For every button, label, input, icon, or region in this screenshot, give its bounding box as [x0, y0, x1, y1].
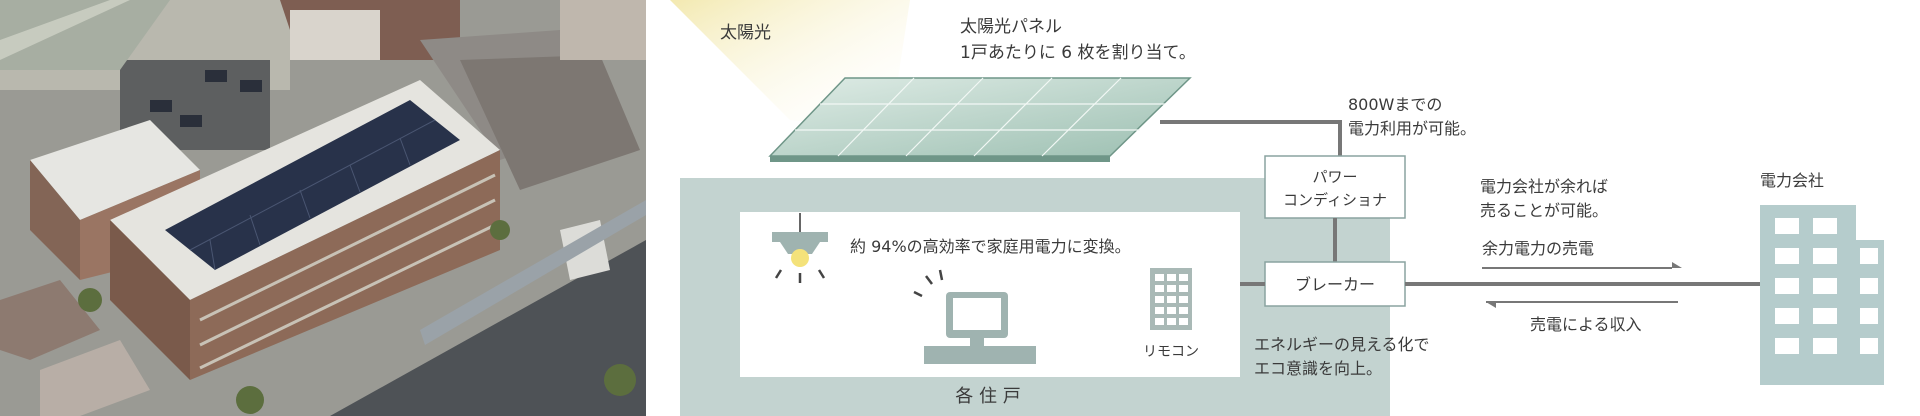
sell-arrow	[1482, 262, 1682, 269]
panel-wire	[1160, 120, 1342, 156]
power-limit-line2: 電力利用が可能。	[1348, 119, 1476, 138]
remote-label: リモコン	[1143, 344, 1199, 360]
panel-note: 1戸あたりに 6 枚を割り当て。	[960, 43, 1196, 63]
efficiency-text: 約 94%の高効率で家庭用電力に変換。	[850, 237, 1131, 256]
power-conditioner-line2: コンディショナ	[1283, 191, 1387, 209]
sunlight-label: 太陽光	[720, 23, 771, 43]
utility-company-label: 電力会社	[1760, 171, 1824, 190]
power-limit-line1: 800Wまでの	[1348, 95, 1442, 114]
revenue-arrow	[1486, 301, 1678, 308]
utility-building-icon	[1760, 205, 1884, 385]
power-conditioner-line1: パワー	[1312, 168, 1357, 186]
remote-control-icon	[1150, 268, 1192, 330]
visualize-line1: エネルギーの見える化で	[1254, 335, 1430, 354]
solar-power-diagram: 太陽光 太陽光パネル 1戸あたりに 6 枚を割り当て。 800Wまでの 電力利用…	[670, 0, 1884, 416]
monitor-icon	[913, 269, 1036, 364]
household-label: 各 住 戸	[955, 386, 1020, 407]
panel-title: 太陽光パネル	[960, 17, 1062, 37]
revenue-label: 売電による収入	[1530, 315, 1642, 334]
breaker-label: ブレーカー	[1295, 275, 1375, 294]
solar-panel	[768, 77, 1192, 162]
surplus-line1: 電力会社が余れば	[1480, 177, 1608, 196]
visualize-line2: エコ意識を向上。	[1254, 359, 1382, 378]
surplus-line2: 売ることが可能。	[1480, 201, 1608, 220]
aerial-photo	[0, 0, 646, 416]
sell-surplus-label: 余力電力の売電	[1482, 239, 1594, 258]
light-bulb-icon	[772, 213, 828, 283]
